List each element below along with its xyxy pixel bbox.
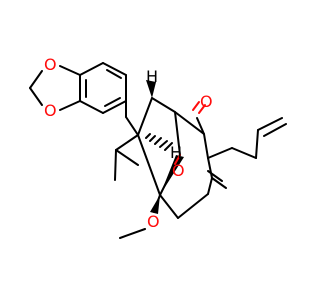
bond: [59, 65, 81, 76]
bond-double: [207, 170, 223, 182]
stereo-hash: [145, 133, 173, 151]
stereo-wedge: [146, 80, 156, 98]
bond: [137, 97, 153, 136]
bond: [115, 134, 139, 151]
structure-diagram: O O O O O: [29, 55, 287, 239]
bond: [257, 117, 283, 131]
bond: [255, 129, 259, 159]
bond-double-inner: [106, 69, 122, 79]
hydrogen-label: H: [170, 143, 182, 162]
hash-line: [145, 133, 151, 139]
molecule-canvas: O O O O O: [29, 55, 287, 239]
bond: [115, 149, 139, 166]
stereo-wedge: [150, 195, 160, 214]
bond: [29, 70, 43, 89]
bond: [177, 193, 209, 219]
hash-line: [159, 140, 168, 148]
bond: [29, 87, 43, 106]
hash-line: [164, 142, 173, 151]
bond: [211, 177, 227, 189]
bridge-oxygen-label: O: [172, 161, 185, 180]
bond: [59, 100, 81, 111]
benzodioxole-ring: [29, 62, 127, 114]
bond: [79, 100, 104, 114]
stereo-wedge: [160, 155, 184, 195]
bond: [207, 157, 213, 179]
hash-line: [149, 135, 156, 142]
bond: [79, 62, 104, 76]
carbonyl-double-bond: [198, 104, 206, 114]
oxygen-atom-label: O: [44, 101, 57, 120]
carbonyl-double-bond: [192, 101, 200, 111]
hydrogen-label: H: [146, 67, 158, 86]
hash-line: [154, 137, 162, 145]
bond: [137, 134, 161, 196]
bond: [125, 116, 139, 136]
ketone-oxygen-label: O: [200, 92, 213, 111]
bond: [203, 133, 209, 159]
bond: [174, 111, 205, 135]
bond: [102, 100, 127, 114]
bond-double-inner: [104, 97, 121, 107]
allyl-chain: [207, 117, 287, 159]
bond: [102, 62, 127, 76]
bicyclic-core: [114, 97, 213, 219]
bond: [151, 97, 176, 113]
bond-double: [263, 123, 287, 137]
bond: [207, 177, 213, 195]
bond: [119, 228, 146, 239]
bond: [114, 149, 117, 181]
bond: [231, 147, 257, 159]
methoxy-oxygen-label: O: [147, 212, 160, 231]
bond: [174, 111, 181, 156]
bond: [159, 194, 179, 219]
bond: [174, 154, 181, 165]
bond: [196, 117, 205, 135]
oxygen-atom-label: O: [44, 55, 57, 74]
bond: [207, 147, 233, 159]
